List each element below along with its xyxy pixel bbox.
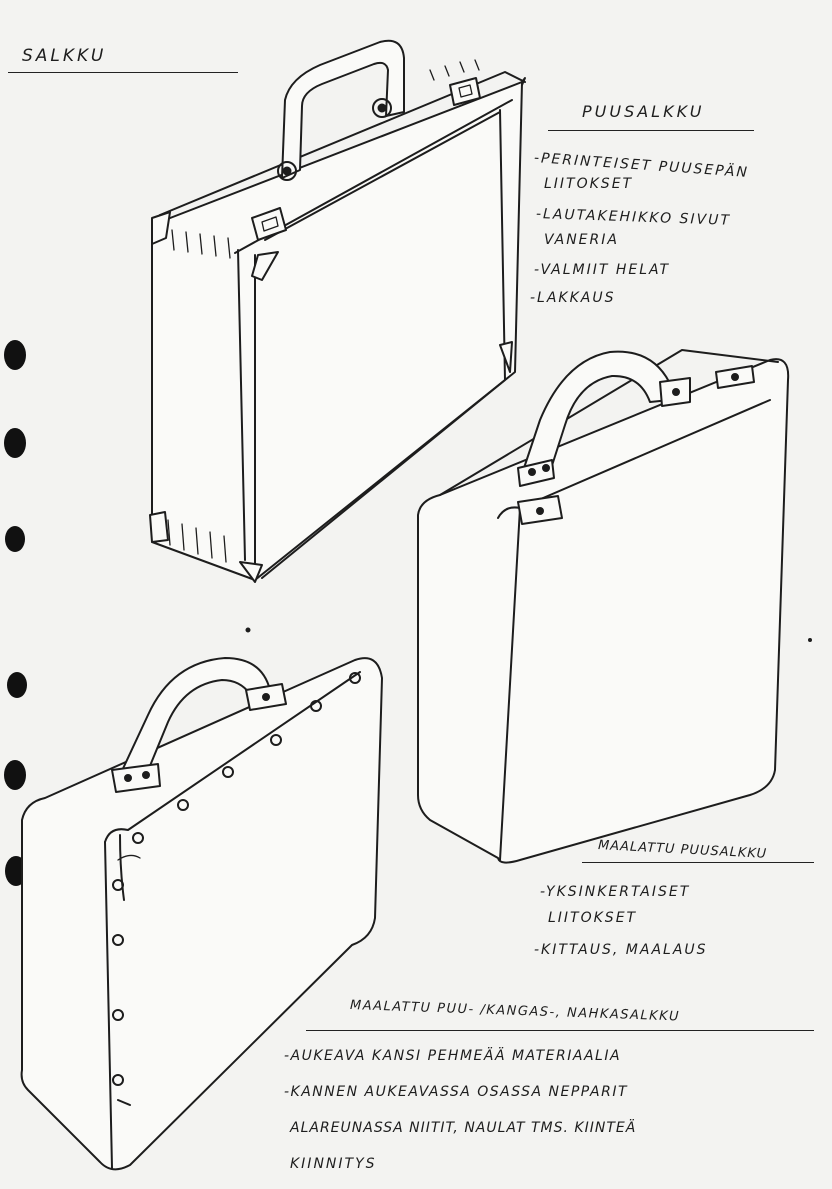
section-underline	[582, 862, 814, 863]
section-underline	[306, 1030, 814, 1031]
section-line: KIINNITYS	[290, 1156, 377, 1172]
section-line: -KITTAUS, MAALAUS	[534, 942, 708, 958]
section-heading-wooden-briefcase: PUUSALKKU	[582, 102, 705, 121]
page-title: SALKKU	[22, 46, 107, 66]
section-line: LIITOKSET	[548, 910, 638, 926]
punch-hole-icon	[7, 672, 27, 698]
wooden-briefcase-icon	[149, 39, 526, 583]
punch-hole-icon	[4, 760, 26, 790]
punch-hole-icon	[4, 428, 26, 458]
section-line: VANERIA	[544, 232, 619, 248]
section-line: ALAREUNASSA NIITIT, NAULAT TMS. KIINTEÄ	[290, 1120, 637, 1136]
section-line: -YKSINKERTAISET	[540, 884, 691, 900]
punch-hole-icon	[5, 526, 25, 552]
section-line: LIITOKSET	[544, 176, 634, 192]
punch-hole-icon	[4, 340, 26, 370]
section-line: -KANNEN AUKEAVASSA OSASSA NEPPARIT	[284, 1084, 629, 1100]
section-line: -LAKKAUS	[530, 290, 616, 306]
title-underline	[8, 72, 238, 73]
fabric-leather-briefcase-icon	[20, 657, 383, 1171]
section-line: -AUKEAVA KANSI PEHMEÄÄ MATERIAALIA	[284, 1048, 622, 1064]
section-underline	[548, 130, 754, 131]
painted-wooden-briefcase-icon	[417, 349, 790, 864]
section-line: -VALMIIT HELAT	[534, 262, 671, 278]
